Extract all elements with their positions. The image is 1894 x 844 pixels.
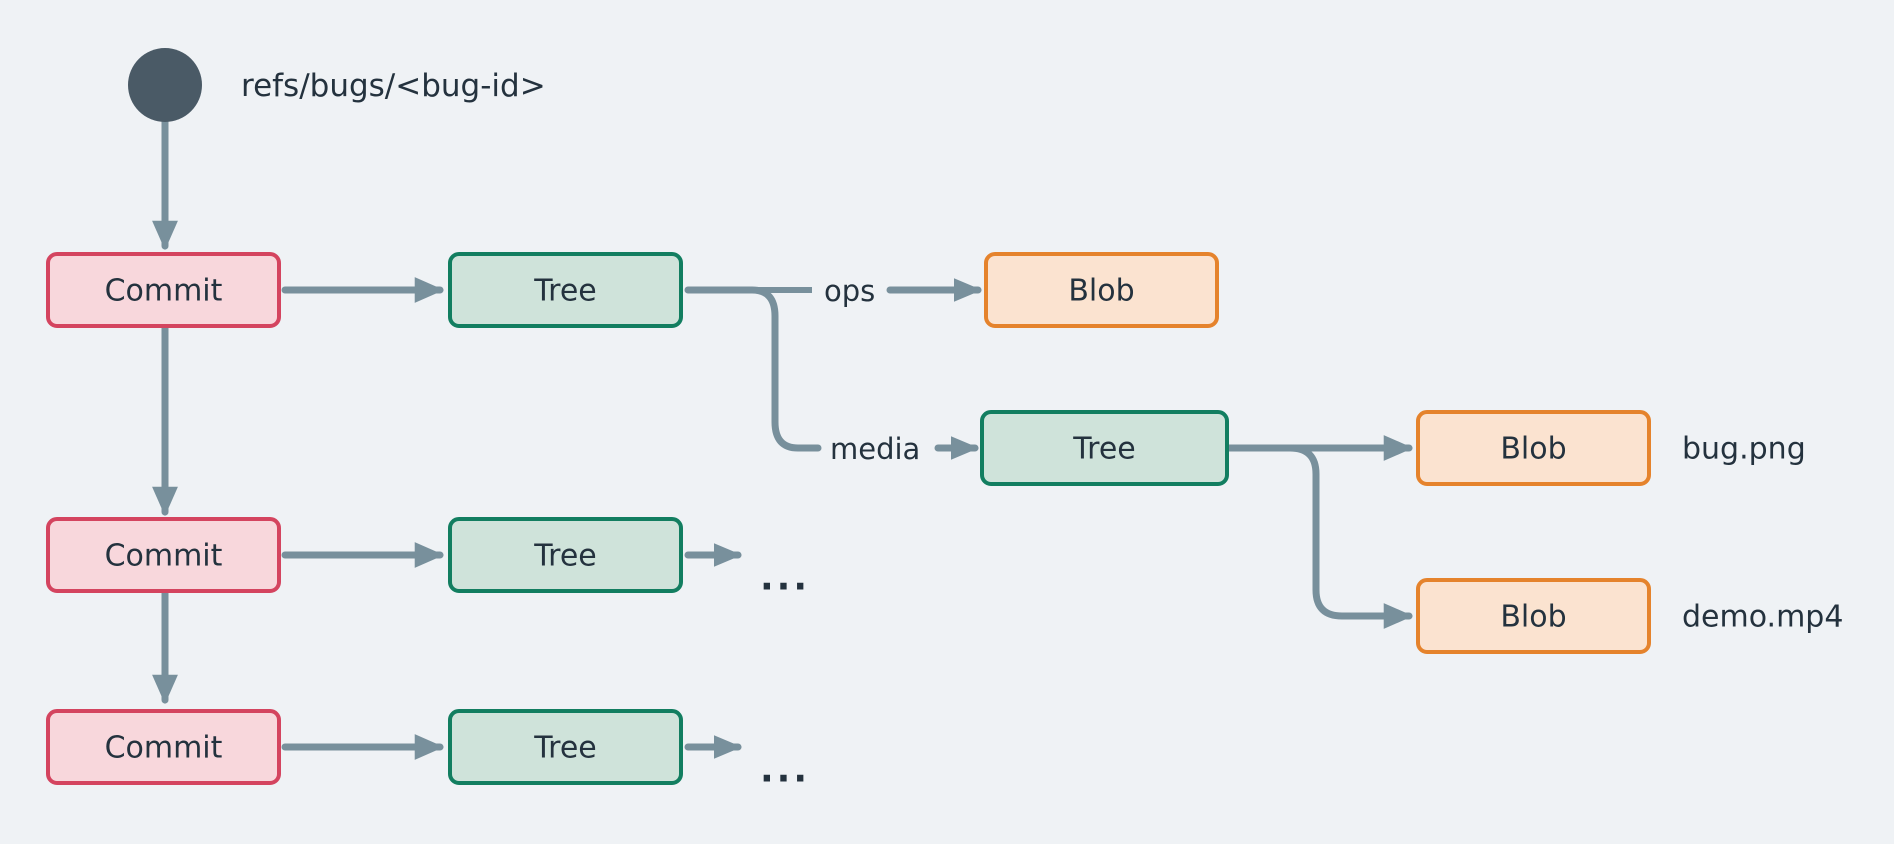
- ellipsis-row-3: ...: [760, 750, 810, 791]
- node-commit-2[interactable]: Commit: [46, 517, 281, 593]
- ref-marker-dot: [128, 48, 202, 122]
- blob-ops-box[interactable]: [984, 252, 1219, 328]
- commit-1-box[interactable]: [46, 252, 281, 328]
- ref-label: refs/bugs/<bug-id>: [241, 68, 546, 104]
- ellipsis-row-2: ...: [760, 558, 810, 599]
- tree-media-box[interactable]: [980, 410, 1229, 486]
- commit-2-label: Commit: [105, 539, 223, 574]
- tree-3-box[interactable]: [448, 709, 683, 785]
- commit-3-label: Commit: [105, 731, 223, 766]
- commit-2-box[interactable]: [46, 517, 281, 593]
- edge-tree-root-to-media-label: [684, 286, 822, 452]
- node-commit-3[interactable]: Commit: [46, 709, 281, 785]
- tree-root-box[interactable]: [448, 252, 683, 328]
- node-tree-2[interactable]: Tree: [448, 517, 683, 593]
- tree-3-label: Tree: [533, 731, 597, 766]
- tree-root-label: Tree: [533, 274, 597, 309]
- commit-3-box[interactable]: [46, 709, 281, 785]
- blob-demo-mp4-box[interactable]: [1416, 578, 1651, 654]
- node-blob-bug-png[interactable]: Blob: [1416, 410, 1651, 486]
- blob-ops-label: Blob: [1068, 274, 1134, 309]
- node-tree-3[interactable]: Tree: [448, 709, 683, 785]
- edge-label-media: media: [830, 432, 920, 466]
- commit-1-label: Commit: [105, 274, 223, 309]
- node-blob-demo-mp4[interactable]: Blob: [1416, 578, 1651, 654]
- node-blob-ops[interactable]: Blob: [984, 252, 1219, 328]
- file-label-demo-mp4: demo.mp4: [1682, 600, 1843, 635]
- blob-demo-mp4-label: Blob: [1500, 600, 1566, 635]
- blob-bug-png-label: Blob: [1500, 432, 1566, 467]
- node-commit-1[interactable]: Commit: [46, 252, 281, 328]
- tree-2-label: Tree: [533, 539, 597, 574]
- tree-2-box[interactable]: [448, 517, 683, 593]
- blob-bug-png-box[interactable]: [1416, 410, 1651, 486]
- tree-media-label: Tree: [1072, 432, 1136, 467]
- node-tree-media[interactable]: Tree: [980, 410, 1229, 486]
- node-tree-root[interactable]: Tree: [448, 252, 683, 328]
- edge-label-ops: ops: [824, 274, 875, 308]
- file-label-bug-png: bug.png: [1682, 432, 1806, 467]
- edge-tree-media-to-blob-demo-mp4: [1224, 444, 1414, 629]
